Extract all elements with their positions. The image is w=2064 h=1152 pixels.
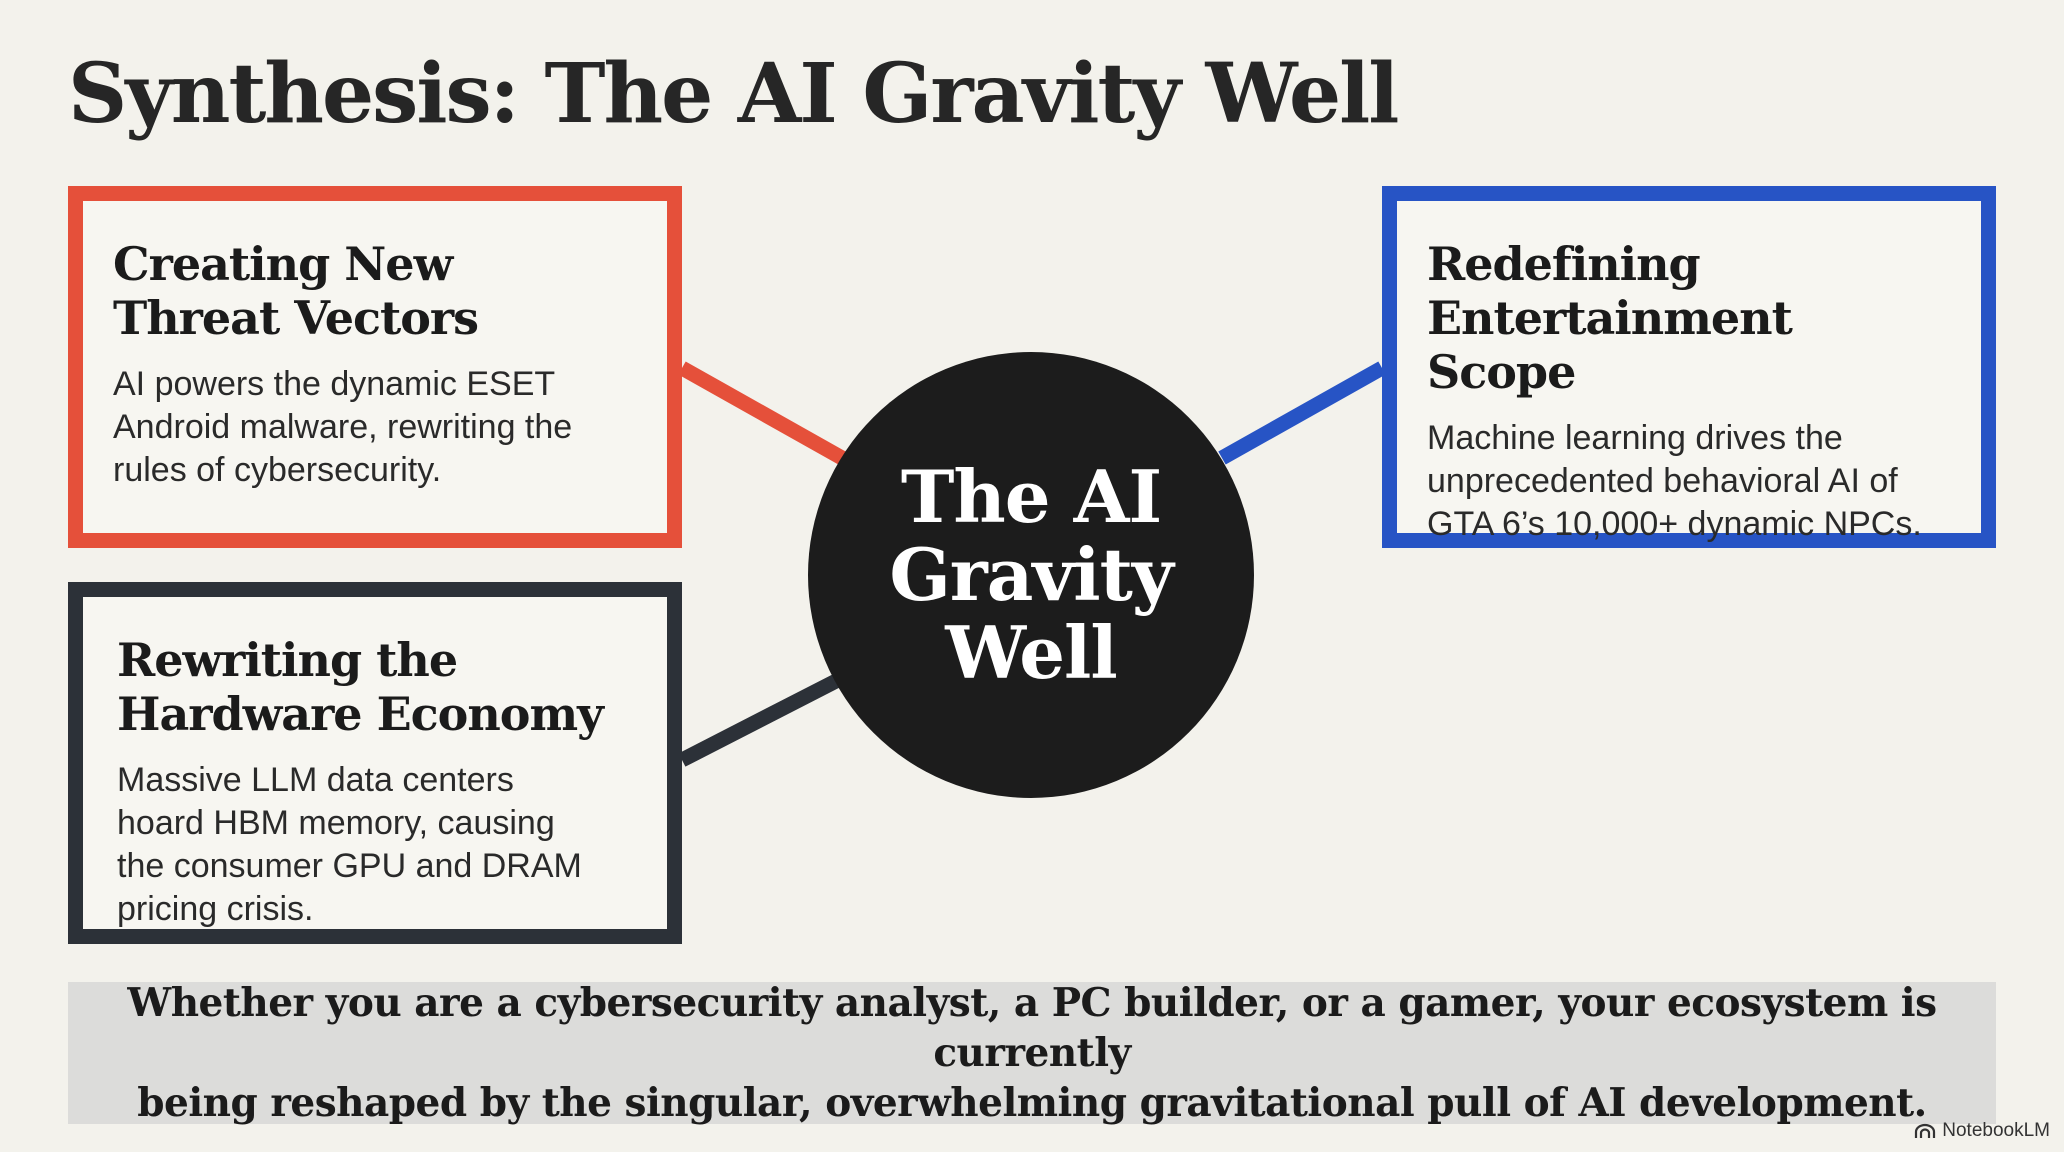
card-heading: Redefining Entertainment Scope [1427, 237, 1793, 399]
card-body: Machine learning drives the unprecedente… [1427, 419, 1922, 543]
card-entertainment-scope: Redefining Entertainment Scope Machine l… [1382, 186, 1996, 548]
central-hub-circle: The AI Gravity Well [808, 352, 1254, 798]
slide-title: Synthesis: The AI Gravity Well [68, 46, 1399, 142]
card-hardware-economy: Rewriting the Hardware Economy Massive L… [68, 582, 682, 944]
connector-threat [678, 361, 846, 465]
card-heading: Rewriting the Hardware Economy [117, 633, 604, 741]
brand-name: NotebookLM [1942, 1120, 2050, 1141]
connector-hardware [678, 673, 842, 767]
summary-banner: Whether you are a cybersecurity analyst,… [68, 980, 1996, 1126]
card-heading: Creating New Threat Vectors [113, 237, 479, 345]
connector-entertainment [1218, 361, 1386, 465]
summary-text: Whether you are a cybersecurity analyst,… [127, 980, 1937, 1126]
notebooklm-logo-icon [1915, 1123, 1936, 1138]
brand-watermark: NotebookLM [1914, 1120, 2050, 1142]
card-body: AI powers the dynamic ESET Android malwa… [113, 365, 573, 489]
card-body: Massive LLM data centers hoard HBM memor… [117, 761, 582, 928]
card-threat-vectors: Creating New Threat Vectors AI powers th… [68, 186, 682, 548]
hub-label: The AI Gravity Well [889, 454, 1173, 695]
